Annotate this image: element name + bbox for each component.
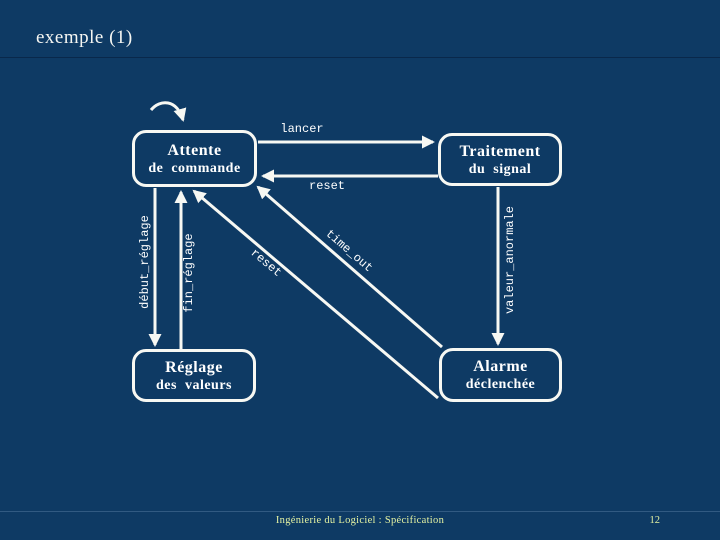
transition-label-lancer: lancer [280, 122, 324, 136]
state-traitement-line1: Traitement [459, 142, 541, 160]
state-box-traitement: Traitement du signal [438, 133, 562, 186]
title-divider-line [0, 57, 720, 58]
state-traitement-line2: du signal [468, 161, 532, 177]
state-reglage-line2: des valeurs [156, 377, 232, 393]
transition-label-fin-reglage: fin_réglage [182, 233, 196, 313]
transition-label-reset-horizontal: reset [308, 179, 346, 193]
state-alarme-line2: déclenchée [465, 377, 536, 392]
state-reglage-line1: Réglage [165, 358, 223, 376]
transition-line-time-out [256, 185, 443, 349]
footer-text: Ingénierie du Logiciel : Spécification [275, 515, 445, 526]
transition-label-valeur-anormale: valeur_anormale [503, 205, 517, 315]
state-alarme-line1: Alarme [473, 358, 528, 375]
state-attente-line1: Attente [167, 141, 222, 159]
transition-line-reset-diagonal [192, 189, 439, 400]
initial-state-arrow [149, 101, 187, 122]
state-box-alarme: Alarme déclenchée [439, 348, 562, 402]
state-attente-line2: de commande [148, 160, 241, 176]
state-box-reglage: Réglage des valeurs [132, 349, 256, 402]
slide-title: exemple (1) [36, 27, 133, 48]
state-box-attente: Attente de commande [132, 130, 257, 187]
transition-label-debut-reglage: début_réglage [138, 215, 152, 309]
page-number: 12 [649, 515, 661, 526]
footer-divider-line [0, 511, 720, 512]
